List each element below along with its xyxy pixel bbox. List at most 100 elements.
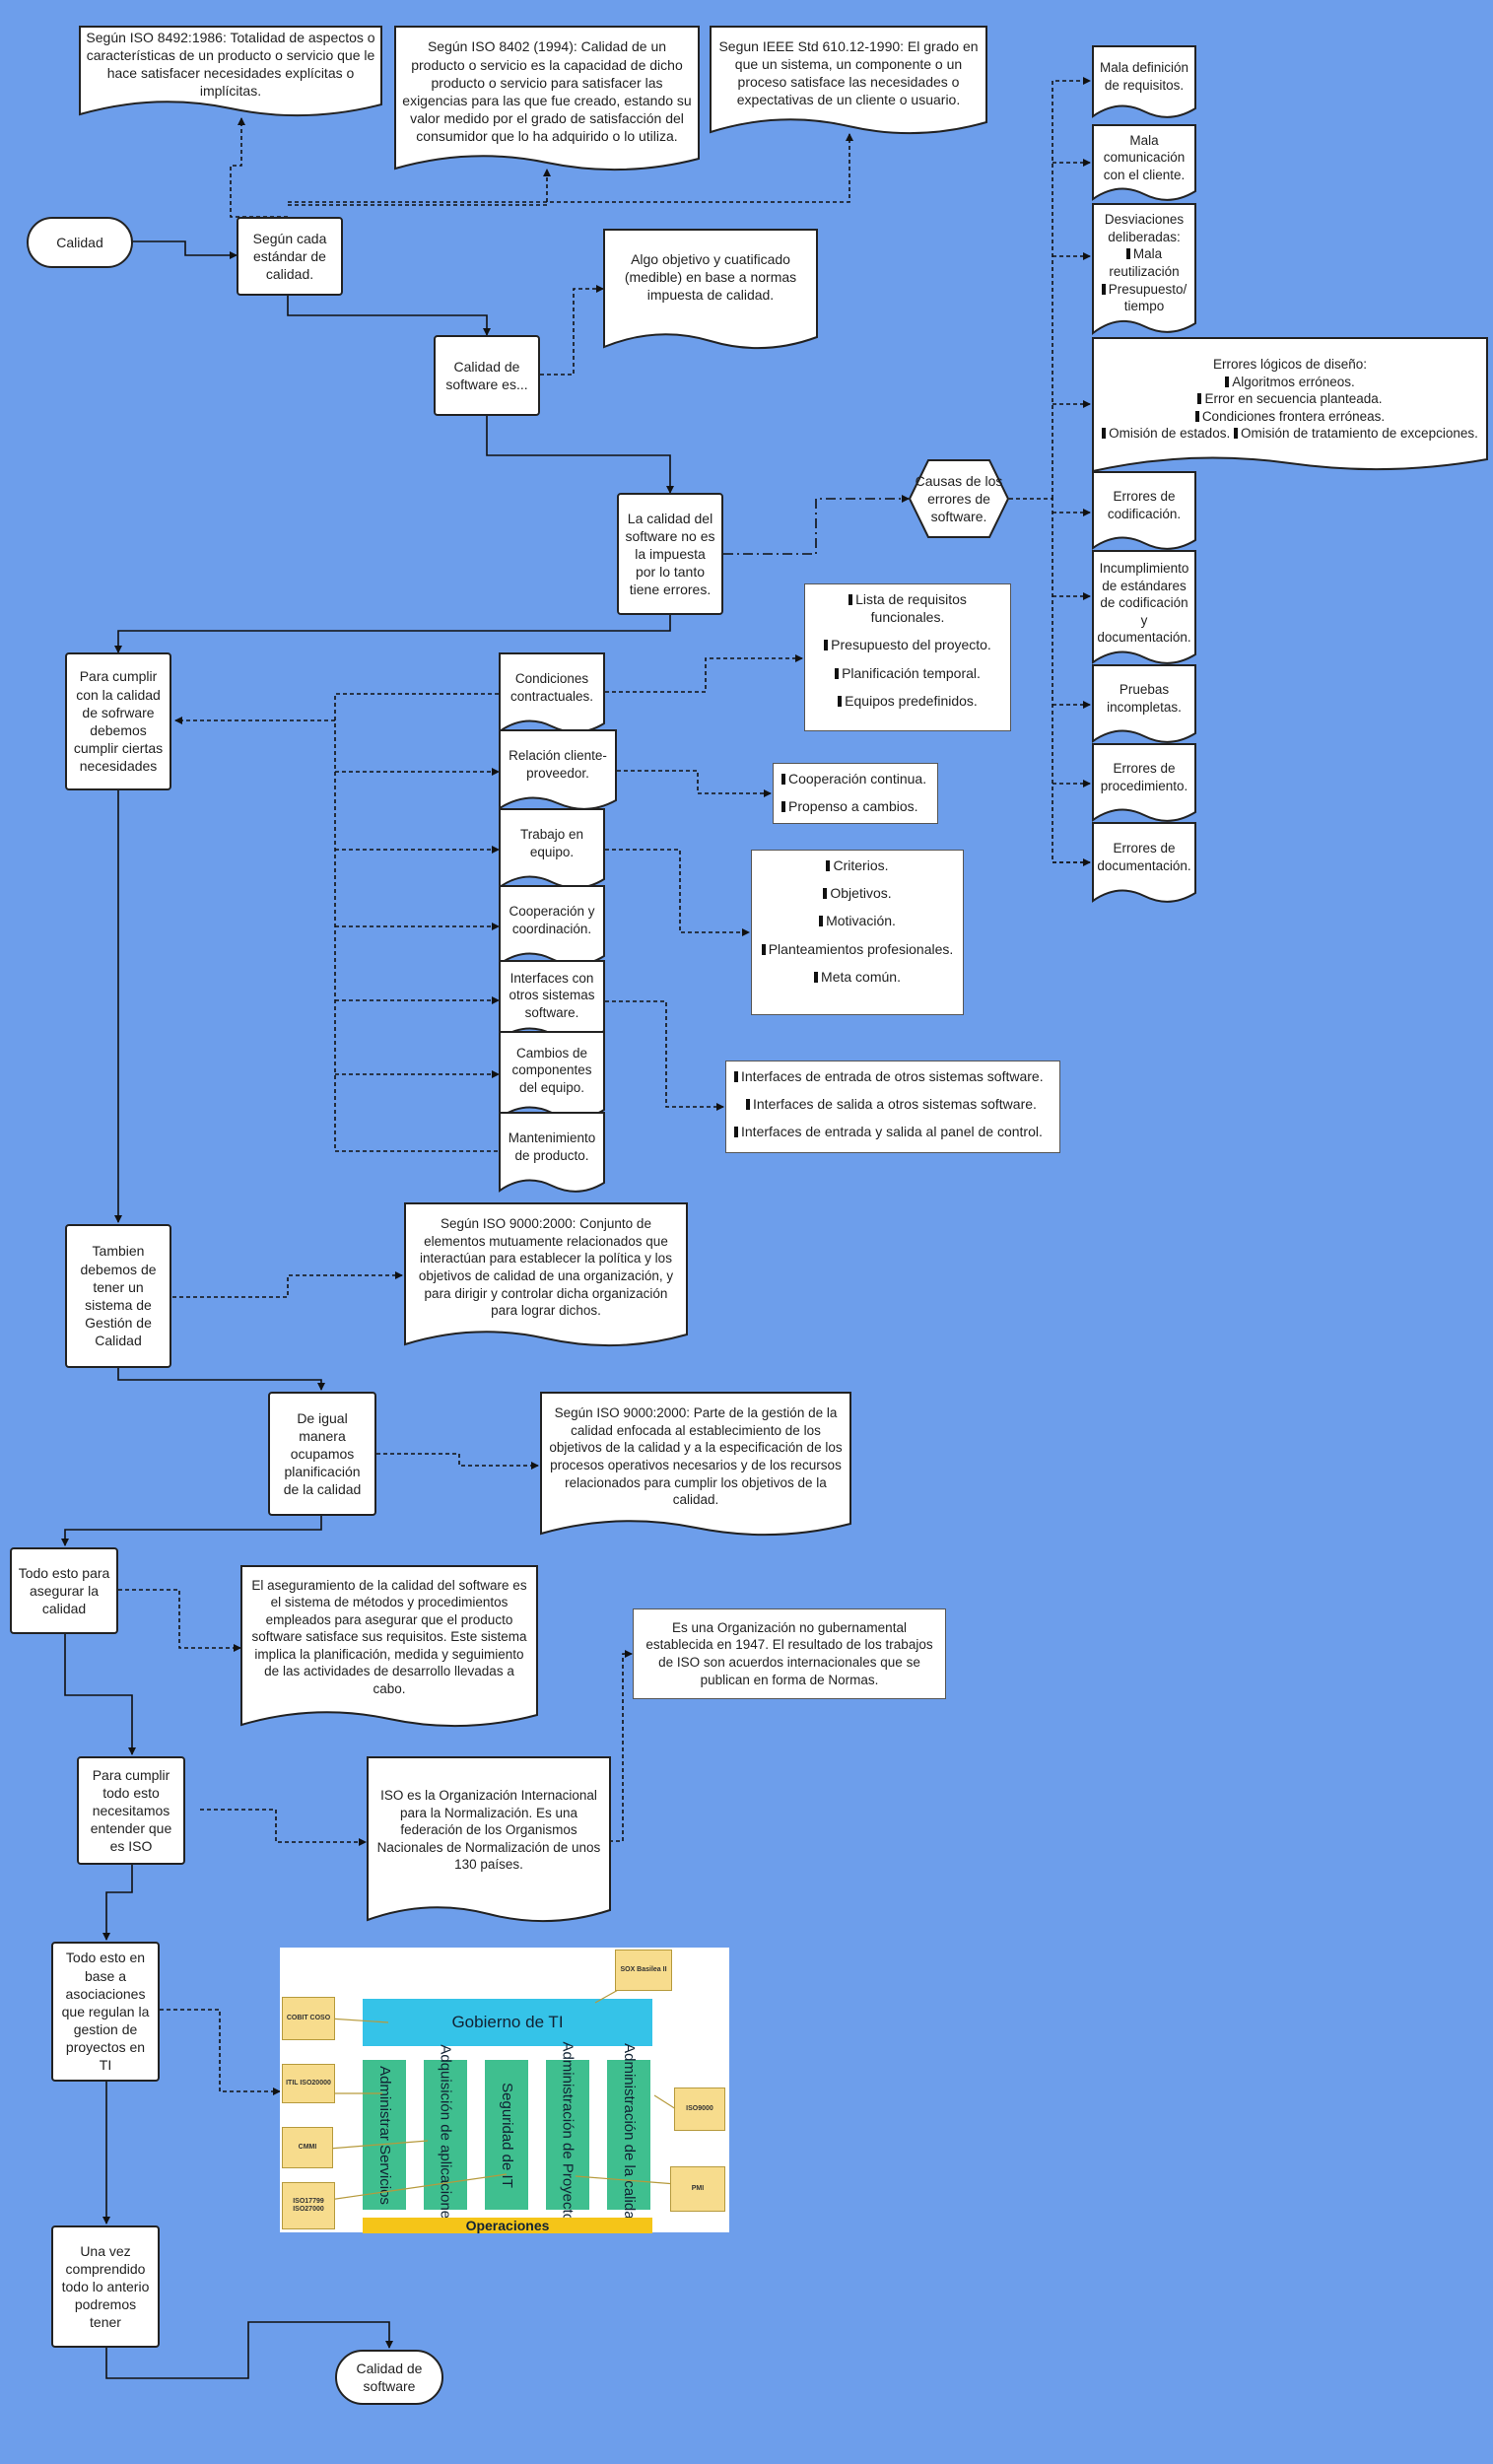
iso9000-gestion-text: Según ISO 9000:2000: Conjunto de element… xyxy=(418,1216,674,1319)
desviaciones-item: Presupuesto/ tiempo xyxy=(1108,281,1188,314)
iso-es-document: ISO es la Organización Internacional par… xyxy=(367,1756,611,1926)
bullet-icon xyxy=(781,801,785,813)
list-cliente: Cooperación continua. Propenso a cambios… xyxy=(773,763,938,824)
need-cooperacion-label: Cooperación y coordinación. xyxy=(509,904,595,936)
tag-label: ISO17799 ISO27000 xyxy=(293,2198,324,2213)
need-condiciones: Condiciones contractuales. xyxy=(499,652,605,735)
column-administrar-servicios: Administrar Servicios xyxy=(363,2060,406,2210)
bullet-icon xyxy=(1194,410,1199,422)
bullet-icon xyxy=(1101,283,1106,295)
todo-esto-base-label: Todo esto en base a asociaciones que reg… xyxy=(61,1950,150,2074)
logicos-item: Error en secuencia planteada. xyxy=(1204,391,1383,407)
list-equipo: Criterios. Objetivos. Motivación. Plante… xyxy=(751,850,964,1015)
calidad-software-terminal: Calidad de software xyxy=(335,2350,443,2405)
list-item-text: Presupuesto del proyecto. xyxy=(831,637,991,653)
tag-label: ITIL ISO20000 xyxy=(286,2080,331,2088)
gobierno-ti-label: Gobierno de TI xyxy=(451,2013,564,2031)
tambien-sistema-gestion-node: Tambien debemos de tener un sistema de G… xyxy=(65,1224,171,1368)
document-shape-icon xyxy=(499,885,605,966)
list-item-text: Objetivos. xyxy=(830,885,892,902)
iso9000-planificacion-text: Según ISO 9000:2000: Parte de la gestión… xyxy=(549,1405,843,1508)
bullet-icon xyxy=(824,640,829,651)
document-shape-icon xyxy=(710,26,987,135)
list-item-text: Interfaces de salida a otros sistemas so… xyxy=(753,1096,1037,1113)
list-item: Cooperación continua. xyxy=(781,770,929,787)
list-item: Interfaces de salida a otros sistemas so… xyxy=(734,1095,1052,1113)
desviaciones-item: Mala reutilización xyxy=(1109,246,1180,279)
iso8402-document: Según ISO 8402 (1994): Calidad de un pro… xyxy=(394,26,700,173)
list-item: Lista de requisitos funcionales. xyxy=(813,590,1002,626)
para-cumplir-necesidades-node: Para cumplir con la calidad de sofrware … xyxy=(65,652,171,790)
need-mantenimiento-label: Mantenimiento de producto. xyxy=(508,1130,596,1163)
gobierno-ti-band: Gobierno de TI xyxy=(363,1999,652,2046)
calidad-terminal: Calidad xyxy=(27,217,133,268)
bullet-icon xyxy=(746,1099,750,1111)
error-mala-comunicacion-label: Mala comunicación con el cliente. xyxy=(1103,132,1186,182)
tag-label: COBIT COSO xyxy=(286,2015,331,2022)
list-item: Planificación temporal. xyxy=(813,664,1002,682)
iso8492-text: Según ISO 8492:1986: Totalidad de aspect… xyxy=(86,29,375,100)
tag-cmmi: CMMI xyxy=(282,2127,333,2168)
document-shape-icon xyxy=(394,26,700,171)
list-item-text: Interfaces de entrada y salida al panel … xyxy=(741,1124,1043,1140)
document-shape-icon xyxy=(1092,124,1196,201)
hexagon-shape-icon xyxy=(909,459,1009,538)
tag-label: PMI xyxy=(691,2185,705,2193)
aseguramiento-text: El aseguramiento de la calidad del softw… xyxy=(251,1577,527,1696)
calidad-software-es-label: Calidad de software es... xyxy=(445,358,528,392)
list-item: Propenso a cambios. xyxy=(781,797,929,815)
bullet-icon xyxy=(814,971,819,983)
segun-cada-estandar-node: Según cada estándar de calidad. xyxy=(237,217,343,296)
list-item-text: Motivación. xyxy=(826,913,896,929)
need-condiciones-label: Condiciones contractuales. xyxy=(509,671,594,704)
error-pruebas: Pruebas incompletas. xyxy=(1092,664,1196,745)
error-mala-definicion: Mala definición de requisitos. xyxy=(1092,45,1196,120)
document-shape-icon xyxy=(603,229,818,350)
bullet-icon xyxy=(734,1071,738,1082)
bullet-icon xyxy=(1225,376,1230,387)
document-shape-icon xyxy=(499,1112,605,1193)
aseguramiento-document: El aseguramiento de la calidad del softw… xyxy=(240,1565,538,1731)
algo-objetivo-document: Algo objetivo y cuatificado (medible) en… xyxy=(603,229,818,353)
bullet-icon xyxy=(781,774,785,785)
need-interfaces: Interfaces con otros sistemas software. xyxy=(499,960,605,1043)
document-shape-icon xyxy=(1092,822,1196,903)
error-incumplimiento-label: Incumplimiento de estándares de codifica… xyxy=(1097,561,1191,646)
iso-organizacion-box: Es una Organización no gubernamental est… xyxy=(633,1608,946,1699)
segun-cada-label: Según cada estándar de calidad. xyxy=(252,230,327,283)
document-shape-icon xyxy=(499,652,605,733)
column-seguridad: Seguridad de IT xyxy=(485,2060,528,2210)
desviaciones-title: Desviaciones deliberadas: xyxy=(1104,212,1185,244)
need-cambios: Cambios de componentes del equipo. xyxy=(499,1031,605,1122)
tag-label: ISO9000 xyxy=(686,2105,713,2113)
de-igual-label: De igual manera ocupamos planificación d… xyxy=(283,1409,362,1498)
tag-pmi: PMI xyxy=(670,2166,725,2212)
error-logicos-diseno: Errores lógicos de diseño: Algoritmos er… xyxy=(1092,337,1488,475)
bullet-icon xyxy=(1125,248,1130,260)
list-item: Motivación. xyxy=(760,912,955,929)
operaciones-band: Operaciones xyxy=(363,2218,652,2233)
list-item: Criterios. xyxy=(760,856,955,874)
todo-esto-asegurar-node: Todo esto para asegurar la calidad xyxy=(10,1547,118,1634)
error-incumplimiento: Incumplimiento de estándares de codifica… xyxy=(1092,550,1196,666)
tag-sox: SOX Basilea II xyxy=(615,1950,672,1991)
bullet-icon xyxy=(1102,428,1107,440)
iso8402-text: Según ISO 8402 (1994): Calidad de un pro… xyxy=(402,38,692,145)
causas-errores-label: Causas de los errores de software. xyxy=(915,472,1003,525)
need-relacion-label: Relación cliente-proveedor. xyxy=(509,748,607,781)
document-shape-icon xyxy=(1092,664,1196,743)
calidad-no-impuesta-node: La calidad del software no es la impuest… xyxy=(617,493,723,615)
todo-esto-base-node: Todo esto en base a asociaciones que reg… xyxy=(51,1942,160,2082)
need-cambios-label: Cambios de componentes del equipo. xyxy=(511,1045,592,1095)
it-governance-image: Gobierno de TI Administrar Servicios Adq… xyxy=(280,1948,729,2233)
tag-iso17799: ISO17799 ISO27000 xyxy=(282,2182,335,2229)
need-trabajo: Trabajo en equipo. xyxy=(499,808,605,891)
calidad-software-label: Calidad de software xyxy=(356,2360,423,2394)
list-item-text: Meta común. xyxy=(821,968,901,985)
para-cumplir-iso-node: Para cumplir todo esto necesitamos enten… xyxy=(77,1756,185,1865)
list-item: Planteamientos profesionales. xyxy=(760,940,955,958)
bullet-icon xyxy=(1197,393,1202,405)
list-item-text: Interfaces de entrada de otros sistemas … xyxy=(741,1068,1044,1084)
document-shape-icon xyxy=(1092,337,1488,473)
todo-esto-label: Todo esto para asegurar la calidad xyxy=(18,1564,110,1617)
